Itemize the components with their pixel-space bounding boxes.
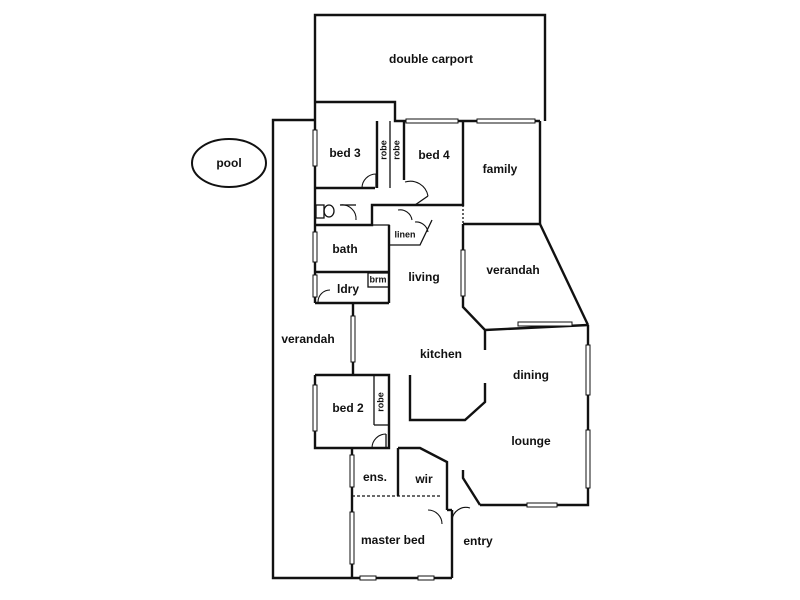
ldry-door — [317, 289, 331, 303]
verandah-window-bottom — [517, 321, 573, 327]
kitchen-bench — [408, 375, 487, 422]
wir-label: wir — [414, 472, 433, 486]
linen-door-b — [414, 221, 429, 233]
carport — [313, 13, 547, 121]
bath-window — [312, 231, 318, 263]
master-window-bottom-b — [417, 575, 435, 581]
verandah-inner-wall — [461, 224, 487, 350]
entry-label: entry — [463, 534, 493, 548]
bed4-window — [405, 118, 459, 124]
pool-label: pool — [216, 156, 241, 170]
room-labels: double carport bed 3 robe robe bed 4 fam… — [281, 52, 551, 548]
entry-diagonal — [461, 470, 482, 506]
bed2-door — [371, 433, 387, 449]
windows — [312, 118, 591, 581]
master-door — [427, 509, 443, 525]
ldry-label: ldry — [337, 282, 359, 296]
linen-door — [397, 209, 413, 221]
doors — [317, 173, 471, 525]
bed4-door — [404, 180, 429, 197]
master-window-left — [349, 511, 355, 565]
verandah-upper-label: verandah — [486, 263, 539, 277]
lounge-window — [585, 429, 591, 489]
verandah-window-left — [460, 249, 466, 297]
bed4-label: bed 4 — [418, 148, 450, 162]
living-label: living — [408, 270, 439, 284]
toilet-icon — [315, 204, 335, 219]
master-window-bottom-a — [359, 575, 377, 581]
ens-window — [349, 454, 355, 488]
lounge-window-bottom — [526, 502, 558, 508]
wir-right-wall — [398, 446, 449, 510]
verandah-left-label: verandah — [281, 332, 334, 346]
robe-b-label: robe — [391, 140, 401, 160]
top-wall — [315, 100, 540, 123]
lounge-label: lounge — [511, 434, 551, 448]
robe-c-label: robe — [375, 392, 385, 412]
brm-outline — [367, 272, 390, 288]
dining-window — [585, 344, 591, 396]
toilet-door — [339, 204, 357, 221]
bed2-window — [312, 384, 318, 432]
ldry-window — [312, 274, 318, 298]
pool-outline — [191, 138, 267, 188]
double-carport-label: double carport — [389, 52, 473, 66]
dining-label: dining — [513, 368, 549, 382]
family-window — [476, 118, 536, 124]
family-label: family — [483, 162, 518, 176]
kitchen-label: kitchen — [420, 347, 462, 361]
lounge-right-wall — [480, 325, 590, 507]
bed3-window — [312, 129, 318, 167]
kitchen-window — [350, 315, 356, 363]
ens-label: ens. — [363, 470, 387, 484]
carport-outline — [313, 13, 547, 121]
bed3-door — [361, 173, 377, 189]
bed4-bottom-wall — [432, 121, 465, 207]
linen-label: linen — [394, 229, 415, 239]
bed3-label: bed 3 — [329, 146, 361, 160]
robe-a-label: robe — [378, 140, 388, 160]
bath-label: bath — [332, 242, 357, 256]
pool: pool — [191, 138, 267, 188]
bed2-label: bed 2 — [332, 401, 364, 415]
brm-label: brm — [369, 274, 386, 284]
verandah-diagonal — [538, 223, 590, 326]
entry-door — [451, 506, 471, 521]
linen-outline — [372, 219, 433, 246]
master-bed-label: master bed — [361, 533, 425, 547]
